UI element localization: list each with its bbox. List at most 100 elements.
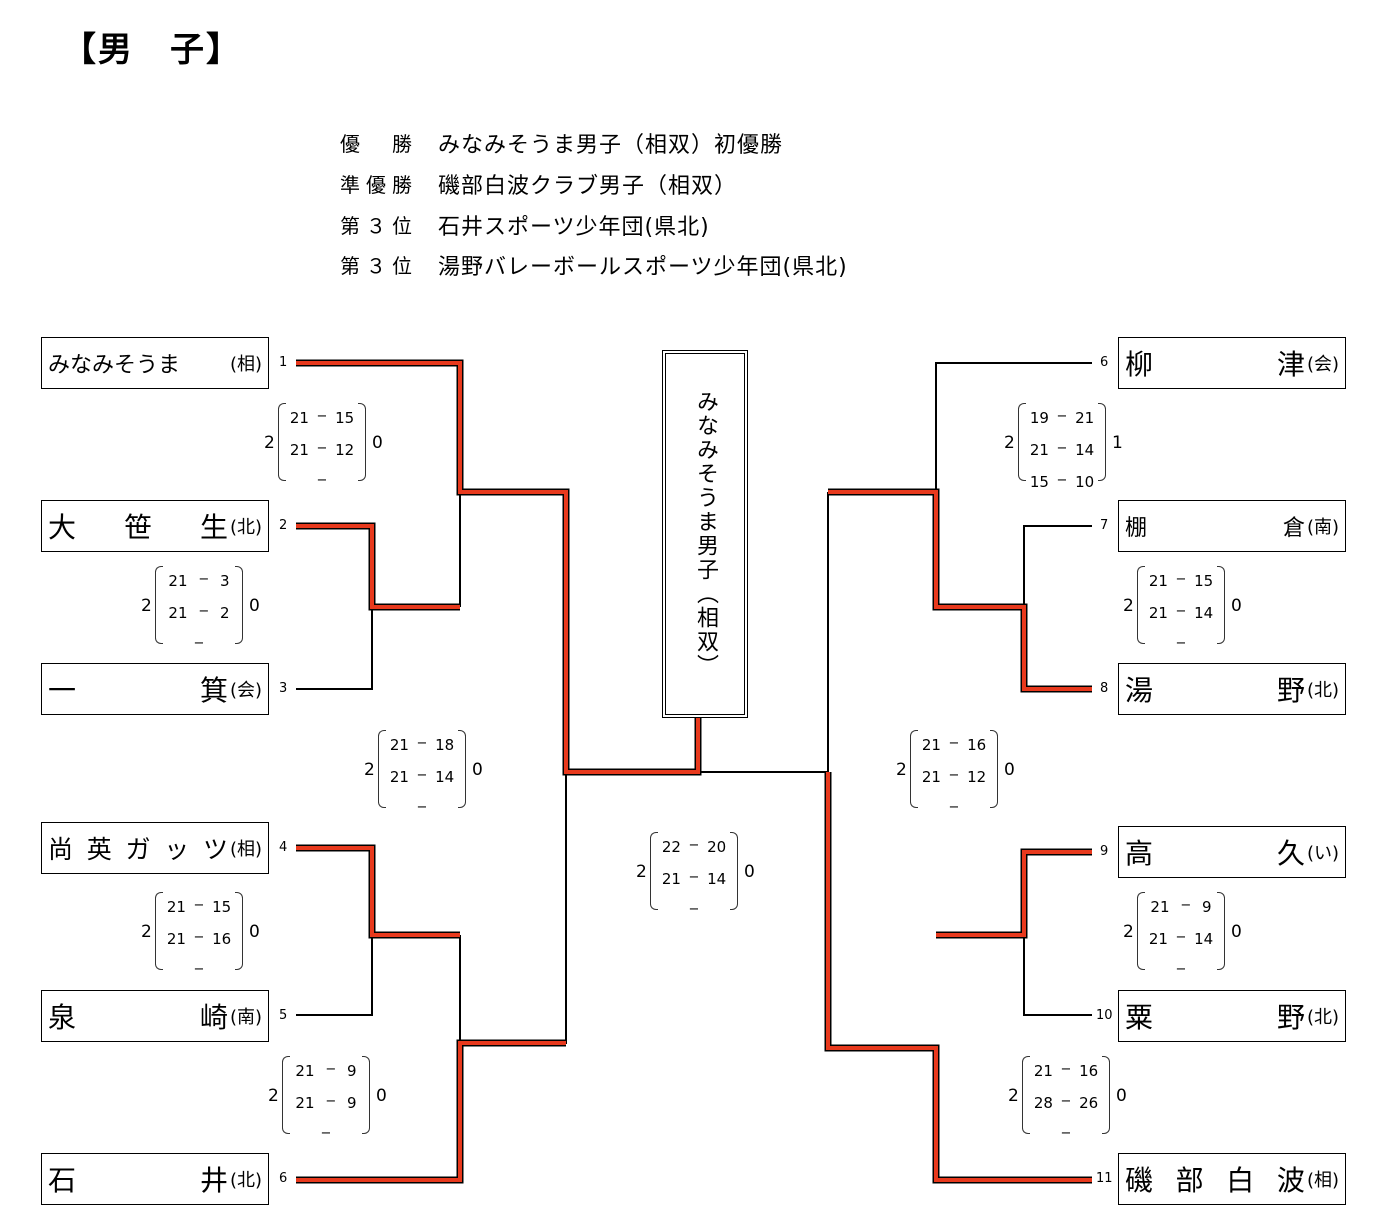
score-dash: − bbox=[948, 800, 960, 815]
score-dash: − bbox=[193, 636, 205, 651]
set-score-row: 21−3 bbox=[163, 572, 235, 590]
sets-won-a: 2 bbox=[141, 596, 152, 616]
score-dash: − bbox=[325, 1062, 337, 1077]
seed-number: 5 bbox=[279, 1008, 288, 1023]
bracket-right bbox=[1102, 1056, 1110, 1134]
bracket-right bbox=[235, 892, 243, 970]
set-score-row: 21−15 bbox=[163, 898, 235, 916]
team-region: (北) bbox=[229, 1170, 262, 1191]
set-score-b: 26 bbox=[1079, 1094, 1099, 1112]
set-score-b: 14 bbox=[1075, 441, 1095, 459]
bracket-left bbox=[910, 730, 918, 808]
set-score-row: 21−9 bbox=[290, 1094, 362, 1112]
seed-number: 6 bbox=[1100, 355, 1109, 370]
set-score-row: 19−21 bbox=[1026, 409, 1098, 427]
team-name: 湯野 bbox=[1125, 674, 1305, 707]
bracket-winner-lines bbox=[296, 361, 1092, 1182]
score-dash: − bbox=[1056, 473, 1068, 488]
team-name: 一箕 bbox=[48, 674, 228, 707]
set-score-row: 21−12 bbox=[918, 768, 990, 786]
set-score-a: 28 bbox=[1033, 1094, 1053, 1112]
set-score-row: 21−12 bbox=[286, 441, 358, 459]
set-score-b: 18 bbox=[435, 736, 455, 754]
score-dash: − bbox=[688, 838, 700, 853]
team-box: 高久 (い) bbox=[1118, 826, 1346, 878]
sets-won-b: 0 bbox=[1116, 1086, 1127, 1106]
sets-won-a: 2 bbox=[1004, 433, 1015, 453]
score-dash: − bbox=[320, 1126, 332, 1141]
sets-won-a: 2 bbox=[636, 862, 647, 882]
set-score-row: − bbox=[163, 962, 235, 977]
set-score-b: 9 bbox=[1202, 898, 1212, 916]
seed-number: 6 bbox=[279, 1171, 288, 1186]
sets-won-a: 2 bbox=[1008, 1086, 1019, 1106]
set-score-a: 21 bbox=[295, 1062, 315, 1080]
sets-won-b: 0 bbox=[1004, 760, 1015, 780]
sets-won-b: 0 bbox=[249, 596, 260, 616]
set-score-row: 21−9 bbox=[290, 1062, 362, 1080]
set-score-row: 21−14 bbox=[1026, 441, 1098, 459]
score-dash: − bbox=[688, 902, 700, 917]
team-name: 棚倉 bbox=[1125, 516, 1305, 541]
set-score-a: 21 bbox=[289, 409, 309, 427]
bracket-right bbox=[1217, 892, 1225, 970]
sets-won-b: 0 bbox=[744, 862, 755, 882]
set-score-row: − bbox=[290, 1126, 362, 1141]
set-score-b: 16 bbox=[1079, 1062, 1099, 1080]
sets-won-a: 2 bbox=[1123, 922, 1134, 942]
team-region: (北) bbox=[229, 517, 262, 538]
set-score-row: 21−15 bbox=[286, 409, 358, 427]
bracket-right bbox=[1098, 403, 1106, 481]
set-score-b: 14 bbox=[1194, 604, 1214, 622]
sets-won-a: 2 bbox=[1123, 596, 1134, 616]
set-score-b: 15 bbox=[212, 898, 232, 916]
score-dash: − bbox=[1056, 409, 1068, 424]
team-region: (相) bbox=[229, 354, 262, 375]
champion-box: みなみそうま男子（相双） bbox=[662, 350, 748, 718]
set-score-a: 21 bbox=[295, 1094, 315, 1112]
set-score-a: 21 bbox=[921, 768, 941, 786]
set-score-b: 14 bbox=[1194, 930, 1214, 948]
team-name: 石井 bbox=[48, 1164, 228, 1197]
team-box: 磯部白波 (相) bbox=[1118, 1153, 1346, 1205]
team-box: 湯野 (北) bbox=[1118, 663, 1346, 715]
team-name: 粟野 bbox=[1125, 1001, 1305, 1034]
line-right-7 bbox=[1023, 525, 1092, 607]
score-dash: − bbox=[1060, 1062, 1072, 1077]
set-score-a: 21 bbox=[168, 604, 188, 622]
seed-number: 1 bbox=[279, 355, 288, 370]
set-score-a: 21 bbox=[921, 736, 941, 754]
team-box: 尚英ガッツ (相) bbox=[41, 822, 269, 874]
bracket-right bbox=[730, 832, 738, 910]
set-score-b: 20 bbox=[707, 838, 727, 856]
bracket-left bbox=[278, 403, 286, 481]
score-dash: − bbox=[948, 768, 960, 783]
set-score-row: − bbox=[163, 636, 235, 651]
set-score-row: − bbox=[1145, 962, 1217, 977]
set-score-b: 15 bbox=[335, 409, 355, 427]
sets-won-b: 0 bbox=[1231, 922, 1242, 942]
bracket-right bbox=[458, 730, 466, 808]
sets-won-b: 0 bbox=[472, 760, 483, 780]
set-score-row: 21−15 bbox=[1145, 572, 1217, 590]
bracket-right bbox=[990, 730, 998, 808]
set-score-b: 14 bbox=[707, 870, 727, 888]
score-dash: − bbox=[1060, 1094, 1072, 1109]
seed-number: 3 bbox=[279, 681, 288, 696]
sets-won-b: 0 bbox=[249, 922, 260, 942]
set-score-a: 15 bbox=[1029, 473, 1049, 491]
set-score-a: 21 bbox=[1033, 1062, 1053, 1080]
set-score-b: 16 bbox=[212, 930, 232, 948]
set-score-a: 21 bbox=[166, 898, 186, 916]
line-left-5 bbox=[296, 935, 373, 1016]
team-region: (相) bbox=[229, 839, 262, 860]
score-dash: − bbox=[1180, 898, 1192, 913]
sets-won-a: 2 bbox=[364, 760, 375, 780]
seed-number: 8 bbox=[1100, 681, 1109, 696]
bracket-left bbox=[1022, 1056, 1030, 1134]
bracket-right bbox=[1217, 566, 1225, 644]
set-score-row: − bbox=[1145, 636, 1217, 651]
